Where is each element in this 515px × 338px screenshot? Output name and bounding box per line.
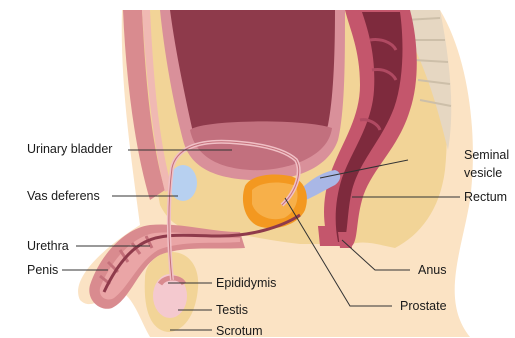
label-vas-deferens: Vas deferens [27,189,100,203]
label-prostate: Prostate [400,299,447,313]
label-anus: Anus [418,263,447,277]
label-penis: Penis [27,263,58,277]
label-urinary-bladder: Urinary bladder [27,142,112,156]
label-rectum: Rectum [464,190,507,204]
label-scrotum: Scrotum [216,324,263,338]
label-epididymis: Epididymis [216,276,276,290]
label-seminal-vesicle-line1: Seminal [464,148,509,162]
label-testis: Testis [216,303,248,317]
label-urethra: Urethra [27,239,69,253]
label-seminal-vesicle-line2: vesicle [464,166,502,180]
